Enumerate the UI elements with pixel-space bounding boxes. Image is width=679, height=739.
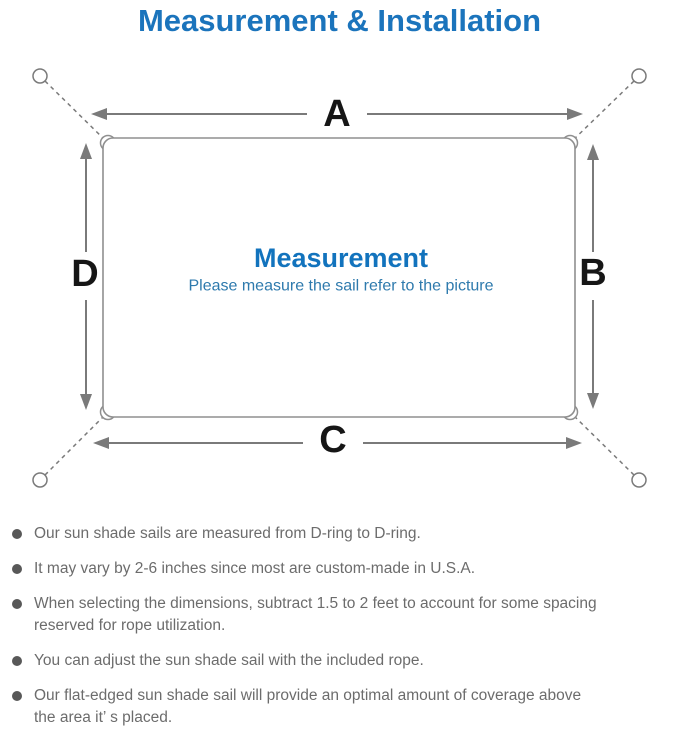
rope-bottom-left	[44, 410, 110, 476]
anchor-rings	[32, 68, 647, 488]
dimension-d-bottom-arrowhead	[80, 394, 92, 410]
bullet-dot	[12, 599, 22, 609]
note-text: You can adjust the sun shade sail with t…	[34, 652, 424, 669]
anchor-ring-top-left	[32, 68, 48, 84]
note-text: It may vary by 2-6 inches since most are…	[34, 560, 476, 577]
list-item: Our flat-edged sun shade sail will provi…	[12, 685, 673, 729]
rope-dashed-lines	[44, 80, 635, 476]
dimension-label-c: C	[319, 419, 346, 461]
list-item: It may vary by 2-6 inches since most are…	[12, 558, 673, 580]
note-text: When selecting the dimensions, subtract …	[34, 595, 597, 634]
bullet-dot	[12, 564, 22, 574]
sail-outline	[102, 137, 576, 418]
measurement-diagram: A B C D Measurement Please measure the s…	[32, 68, 647, 488]
list-item: You can adjust the sun shade sail with t…	[12, 650, 673, 672]
dimension-label-a: A	[323, 93, 350, 135]
notes-list: Our sun shade sails are measured from D-…	[0, 523, 679, 729]
anchor-ring-bottom-left	[32, 472, 48, 488]
diagram-center-heading: Measurement	[254, 243, 428, 273]
anchor-ring-bottom-right	[631, 472, 647, 488]
dimension-label-d: D	[71, 253, 98, 295]
dimension-a-left-arrowhead	[91, 108, 107, 120]
bullet-dot	[12, 529, 22, 539]
anchor-ring-top-right	[631, 68, 647, 84]
dimension-b-bottom-arrowhead	[587, 393, 599, 409]
rope-top-left	[44, 80, 110, 145]
bullet-dot	[12, 691, 22, 701]
diagram-center-subheading: Please measure the sail refer to the pic…	[188, 278, 493, 295]
dimension-b-top-arrowhead	[587, 144, 599, 160]
list-item: Our sun shade sails are measured from D-…	[12, 523, 673, 545]
page-title: Measurement & Installation	[137, 3, 542, 38]
note-text: Our sun shade sails are measured from D-…	[34, 525, 421, 542]
rope-top-right	[568, 80, 635, 145]
dimension-c-left-arrowhead	[93, 437, 109, 449]
bullet-dot	[12, 656, 22, 666]
dimension-a-right-arrowhead	[567, 108, 583, 120]
dimension-arrows	[80, 108, 599, 449]
note-text: Our flat-edged sun shade sail will provi…	[34, 687, 582, 726]
list-item: When selecting the dimensions, subtract …	[12, 593, 673, 637]
dimension-d-top-arrowhead	[80, 143, 92, 159]
dimension-label-b: B	[579, 252, 606, 294]
dimension-c-right-arrowhead	[566, 437, 582, 449]
